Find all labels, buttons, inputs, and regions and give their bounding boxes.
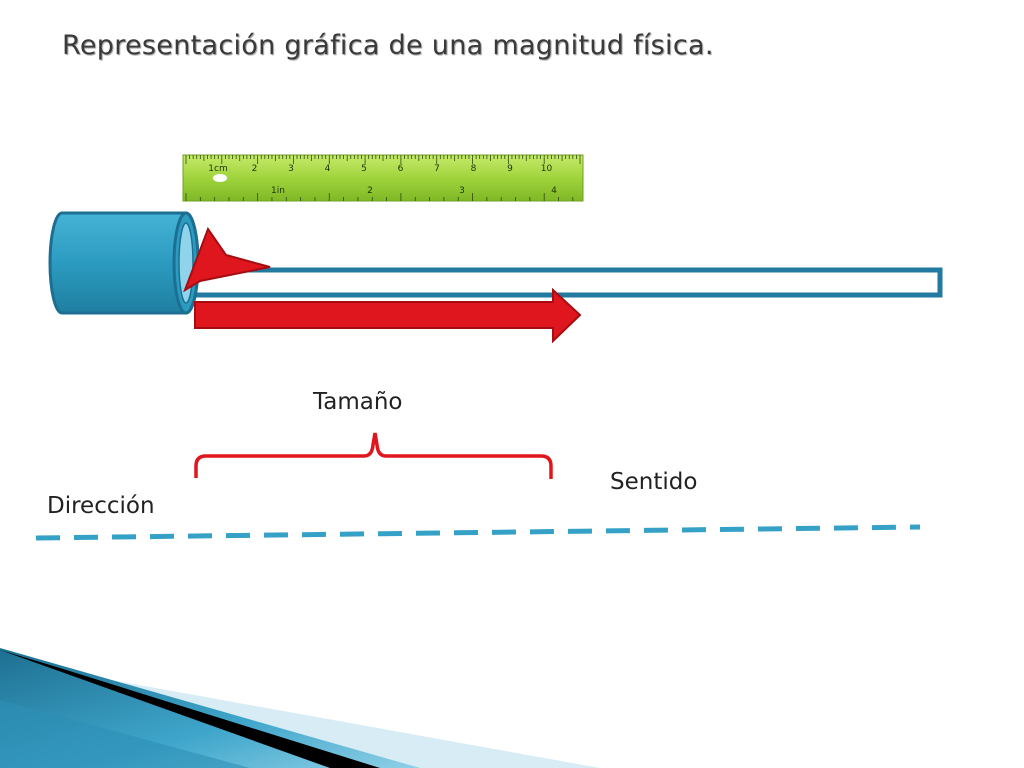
ruler-cm-label: 2 bbox=[252, 164, 258, 174]
ruler-inch-label: 2 bbox=[367, 186, 373, 196]
cylinder bbox=[48, 211, 200, 315]
ruler-cm-label: 6 bbox=[398, 164, 404, 174]
ruler-cm-label: 4 bbox=[325, 164, 331, 174]
ruler-cm-label: 10 bbox=[541, 164, 553, 174]
ruler-inch-label: 3 bbox=[459, 186, 465, 196]
ruler-cm-labels: 1cm 2 3 4 5 6 7 8 9 10 bbox=[208, 164, 552, 174]
corner-decoration bbox=[0, 648, 600, 768]
ruler-ticks bbox=[185, 155, 581, 201]
ruler-cm-label: 7 bbox=[434, 164, 440, 174]
ruler-inch-label: 4 bbox=[551, 186, 557, 196]
red-arrow-vector bbox=[194, 287, 582, 344]
ruler-cm-label: 5 bbox=[361, 164, 367, 174]
direction-line bbox=[35, 524, 921, 541]
ruler-cm-label: 8 bbox=[471, 164, 477, 174]
ruler-inch-labels: 1in 2 3 4 bbox=[271, 186, 557, 196]
direction-label: Dirección bbox=[47, 493, 155, 519]
ruler-cm-label: 9 bbox=[507, 164, 513, 174]
magnitude-brace bbox=[194, 432, 553, 479]
red-arrow-short bbox=[183, 226, 271, 293]
ruler-hole bbox=[213, 174, 227, 182]
slide-title: Representación gráfica de una magnitud f… bbox=[62, 30, 714, 61]
ruler-cm-label: 3 bbox=[288, 164, 294, 174]
ruler-inch-label: 1in bbox=[271, 186, 285, 196]
ruler-cm-label: 1cm bbox=[208, 164, 227, 174]
magnitude-label: Tamaño bbox=[313, 389, 403, 415]
sense-label: Sentido bbox=[610, 469, 698, 495]
rod bbox=[189, 267, 943, 298]
ruler: 1cm 2 3 4 5 6 7 8 9 10 1in 2 3 4 bbox=[182, 154, 584, 202]
